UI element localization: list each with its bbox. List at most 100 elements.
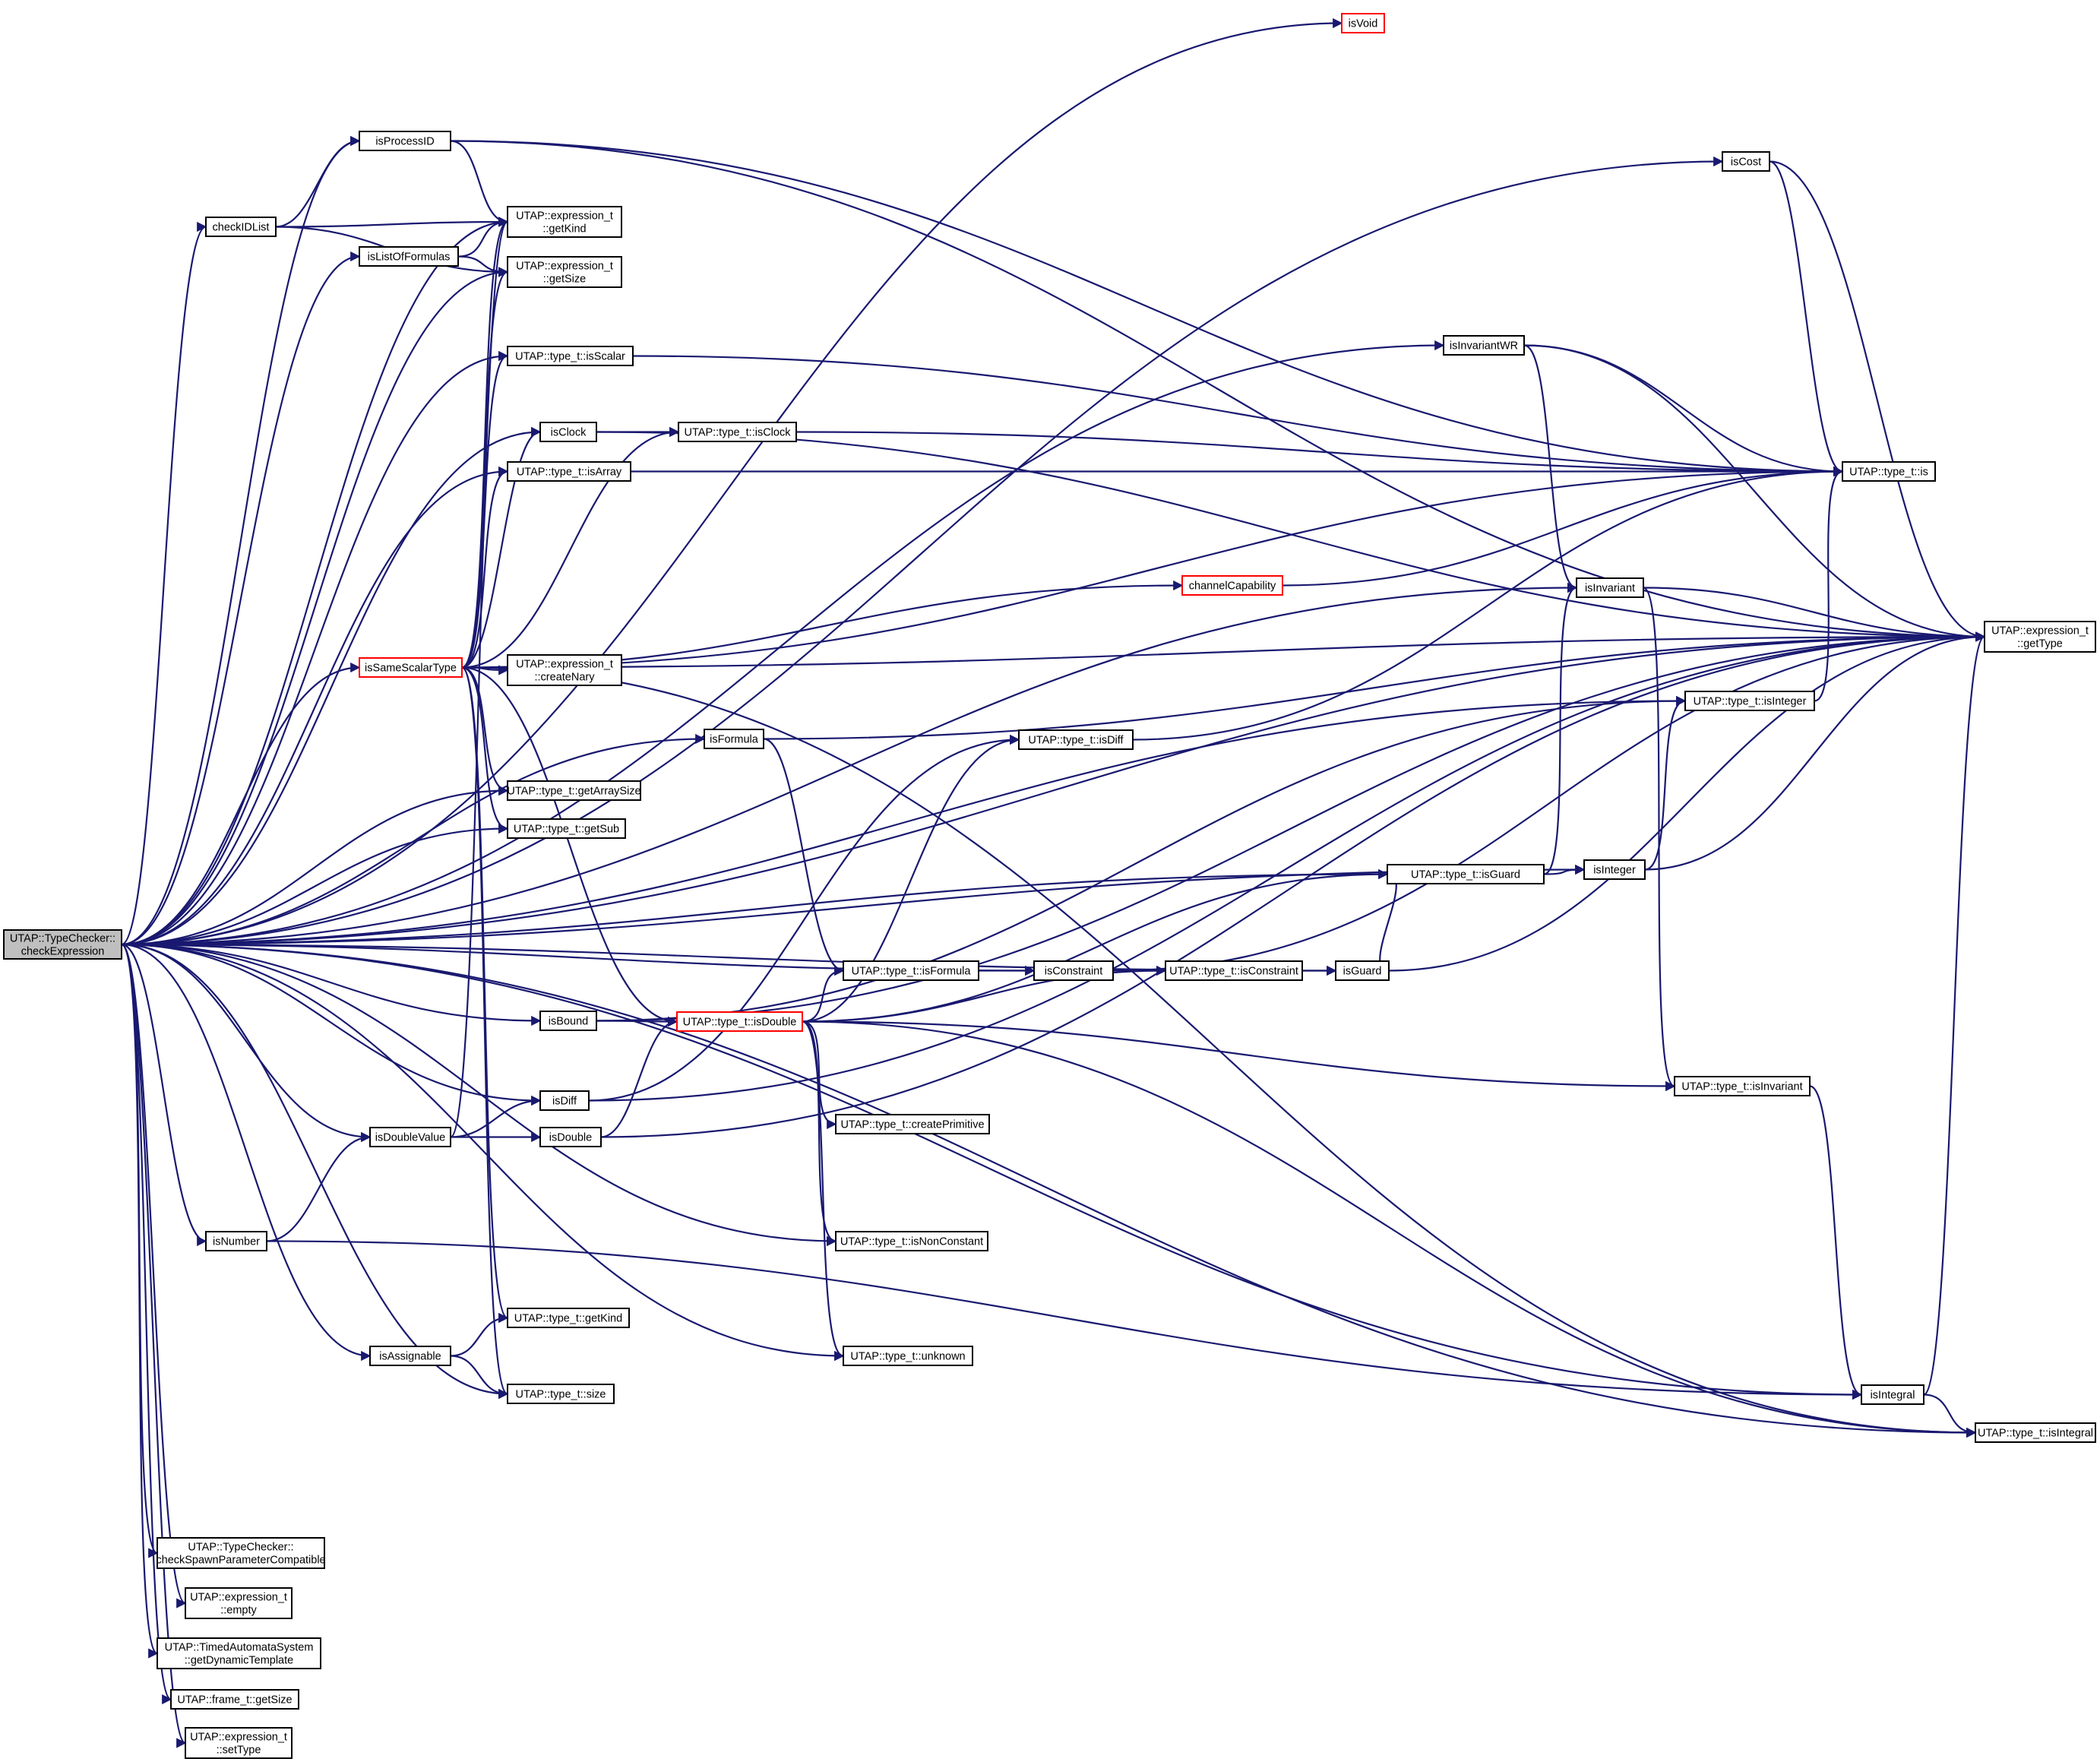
- node-isInvariantWR[interactable]: isInvariantWR: [1443, 335, 1525, 356]
- node-typeIsIntegral[interactable]: UTAP::type_t::isIntegral: [1975, 1422, 2096, 1443]
- node-createPrimitive[interactable]: UTAP::type_t::createPrimitive: [835, 1114, 990, 1134]
- call-edge-isBound-to-typeIsInteger: [596, 695, 1687, 1022]
- node-box: [1684, 691, 1815, 711]
- node-getKind[interactable]: UTAP::expression_t::getKind: [507, 206, 622, 238]
- node-getSub[interactable]: UTAP::type_t::getSub: [507, 818, 626, 839]
- node-checkIDList[interactable]: checkIDList: [205, 217, 277, 237]
- node-isDiff[interactable]: isDiff: [539, 1090, 590, 1111]
- node-label: UTAP::expression_t: [190, 1592, 287, 1604]
- node-label: isVoid: [1349, 18, 1378, 30]
- call-edge-root-to-isAssignable: [121, 943, 372, 1362]
- call-edge-isDiff-to-typeIsDiff: [588, 734, 1020, 1102]
- node-isIntegerF[interactable]: isInteger: [1583, 859, 1646, 880]
- call-edge-typeIsDouble-to-typeIsGuard: [802, 868, 1389, 1023]
- node-typeIsConstraint[interactable]: UTAP::type_t::isConstraint: [1165, 960, 1303, 981]
- node-isArray[interactable]: UTAP::type_t::isArray: [507, 461, 631, 482]
- node-typeIsDouble[interactable]: UTAP::type_t::isDouble: [676, 1011, 803, 1032]
- node-isIntegral[interactable]: isIntegral: [1861, 1384, 1924, 1405]
- node-isFormula[interactable]: isFormula: [704, 729, 764, 749]
- node-isScalar[interactable]: UTAP::type_t::isScalar: [507, 346, 634, 366]
- node-empty[interactable]: UTAP::expression_t::empty: [185, 1587, 293, 1619]
- node-label: UTAP::type_t::unknown: [850, 1351, 965, 1363]
- node-typeIsInvariant[interactable]: UTAP::type_t::isInvariant: [1674, 1076, 1811, 1096]
- call-edge-root-to-isInvariantWR: [121, 340, 1445, 946]
- node-createNary[interactable]: UTAP::expression_t::createNary: [507, 654, 622, 686]
- call-edge-isFormula-to-getType: [763, 631, 1986, 740]
- node-isGuard[interactable]: isGuard: [1335, 960, 1390, 981]
- node-getSize[interactable]: UTAP::expression_t::getSize: [507, 256, 622, 288]
- node-typeIsInteger[interactable]: UTAP::type_t::isInteger: [1684, 691, 1815, 711]
- node-typeIsClock[interactable]: UTAP::type_t::isClock: [678, 422, 797, 442]
- call-edge-isAssignable-to-typeSize: [450, 1355, 509, 1400]
- node-label: ::empty: [220, 1605, 257, 1617]
- node-typeIsFormula[interactable]: UTAP::type_t::isFormula: [843, 960, 979, 981]
- node-box: [1576, 577, 1644, 598]
- call-edge-isBound-to-getType: [596, 631, 1986, 1022]
- node-box: [157, 1537, 325, 1569]
- node-isProcessID[interactable]: isProcessID: [359, 131, 451, 151]
- call-edge-isGuard-to-typeIsGuard: [1379, 868, 1397, 972]
- node-typeGetKind[interactable]: UTAP::type_t::getKind: [507, 1308, 630, 1328]
- call-edge-isSameScalarType-to-getSub: [461, 666, 509, 834]
- node-isCost[interactable]: isCost: [1722, 151, 1770, 172]
- call-edge-isCost-to-getType: [1769, 160, 1986, 642]
- node-typeSize[interactable]: UTAP::type_t::size: [507, 1384, 615, 1404]
- node-label: isDouble: [549, 1132, 592, 1144]
- node-isDoubleValue[interactable]: isDoubleValue: [369, 1127, 451, 1147]
- node-isSameScalarType[interactable]: isSameScalarType: [359, 657, 463, 678]
- node-setType[interactable]: UTAP::expression_t::setType: [185, 1727, 293, 1759]
- node-isDouble[interactable]: isDouble: [539, 1127, 602, 1147]
- node-box: [1842, 461, 1936, 482]
- node-isConstraint[interactable]: isConstraint: [1033, 960, 1114, 981]
- node-box: [507, 1384, 615, 1404]
- node-typeIsGuard[interactable]: UTAP::type_t::isGuard: [1387, 864, 1545, 884]
- call-edge-root-to-checkIDList: [121, 222, 207, 946]
- node-channelCapability[interactable]: channelCapability: [1181, 575, 1283, 596]
- node-label: UTAP::type_t::isScalar: [515, 351, 625, 363]
- node-unknown[interactable]: UTAP::type_t::unknown: [843, 1346, 973, 1366]
- call-edge-typeIsDiff-to-typeIs: [1132, 466, 1844, 741]
- call-edge-typeIsInvariant-to-isIntegral: [1809, 1085, 1863, 1400]
- call-edge-isDouble-to-getType: [600, 631, 1986, 1138]
- node-box: [1861, 1384, 1924, 1405]
- node-frameGetSize[interactable]: UTAP::frame_t::getSize: [170, 1689, 299, 1710]
- call-edge-typeIsInteger-to-typeIs: [1814, 466, 1844, 702]
- node-box: [1975, 1422, 2096, 1443]
- node-typeIs[interactable]: UTAP::type_t::is: [1842, 461, 1936, 482]
- node-box: [1181, 575, 1283, 596]
- node-checkSpawn[interactable]: UTAP::TypeChecker::checkSpawnParameterCo…: [156, 1537, 326, 1569]
- node-isVoid[interactable]: isVoid: [1341, 13, 1385, 33]
- node-typeIsDiff[interactable]: UTAP::type_t::isDiff: [1018, 729, 1134, 750]
- call-edge-isIntegerF-to-typeIsInteger: [1644, 695, 1687, 871]
- call-edge-isSameScalarType-to-getType: [461, 631, 1986, 669]
- node-getDynamicTemplate[interactable]: UTAP::TimedAutomataSystem::getDynamicTem…: [157, 1637, 321, 1669]
- node-isClockF[interactable]: isClock: [539, 422, 597, 442]
- node-isAssignable[interactable]: isAssignable: [369, 1346, 451, 1366]
- node-isBound[interactable]: isBound: [539, 1011, 597, 1031]
- call-edge-isDiff-to-getType: [588, 631, 1986, 1102]
- node-isListOfFormulas[interactable]: isListOfFormulas: [359, 246, 459, 267]
- node-isNumber[interactable]: isNumber: [205, 1231, 267, 1251]
- node-label: UTAP::expression_t: [516, 659, 613, 671]
- call-edges: [121, 17, 1986, 1748]
- node-label: UTAP::type_t::size: [516, 1389, 606, 1401]
- node-label: ::getType: [2017, 638, 2063, 650]
- node-label: UTAP::type_t::is: [1849, 467, 1928, 479]
- node-isInvariant[interactable]: isInvariant: [1576, 577, 1644, 598]
- call-edge-root-to-isProcessID: [121, 135, 361, 946]
- node-label: UTAP::type_t::isConstraint: [1169, 966, 1298, 978]
- node-label: UTAP::expression_t: [516, 210, 613, 223]
- node-box: [1583, 859, 1646, 880]
- call-edge-isInvariantWR-to-getType: [1523, 344, 1986, 642]
- call-edge-isInvariantWR-to-isInvariant: [1523, 344, 1578, 593]
- node-isNonConstant[interactable]: UTAP::type_t::isNonConstant: [835, 1231, 988, 1251]
- call-edge-root-to-isBound: [121, 943, 542, 1027]
- call-edge-isAssignable-to-typeGetKind: [450, 1312, 509, 1357]
- node-getType[interactable]: UTAP::expression_t::getType: [1984, 621, 2096, 653]
- call-edge-isProcessID-to-getType: [450, 140, 1986, 642]
- node-getArraySize[interactable]: UTAP::type_t::getArraySize: [507, 780, 641, 801]
- node-label: UTAP::type_t::getSub: [514, 824, 619, 836]
- call-edge-root-to-getSize: [121, 267, 509, 946]
- call-edge-root-to-unknown: [121, 943, 845, 1362]
- node-label: isProcessID: [375, 136, 434, 148]
